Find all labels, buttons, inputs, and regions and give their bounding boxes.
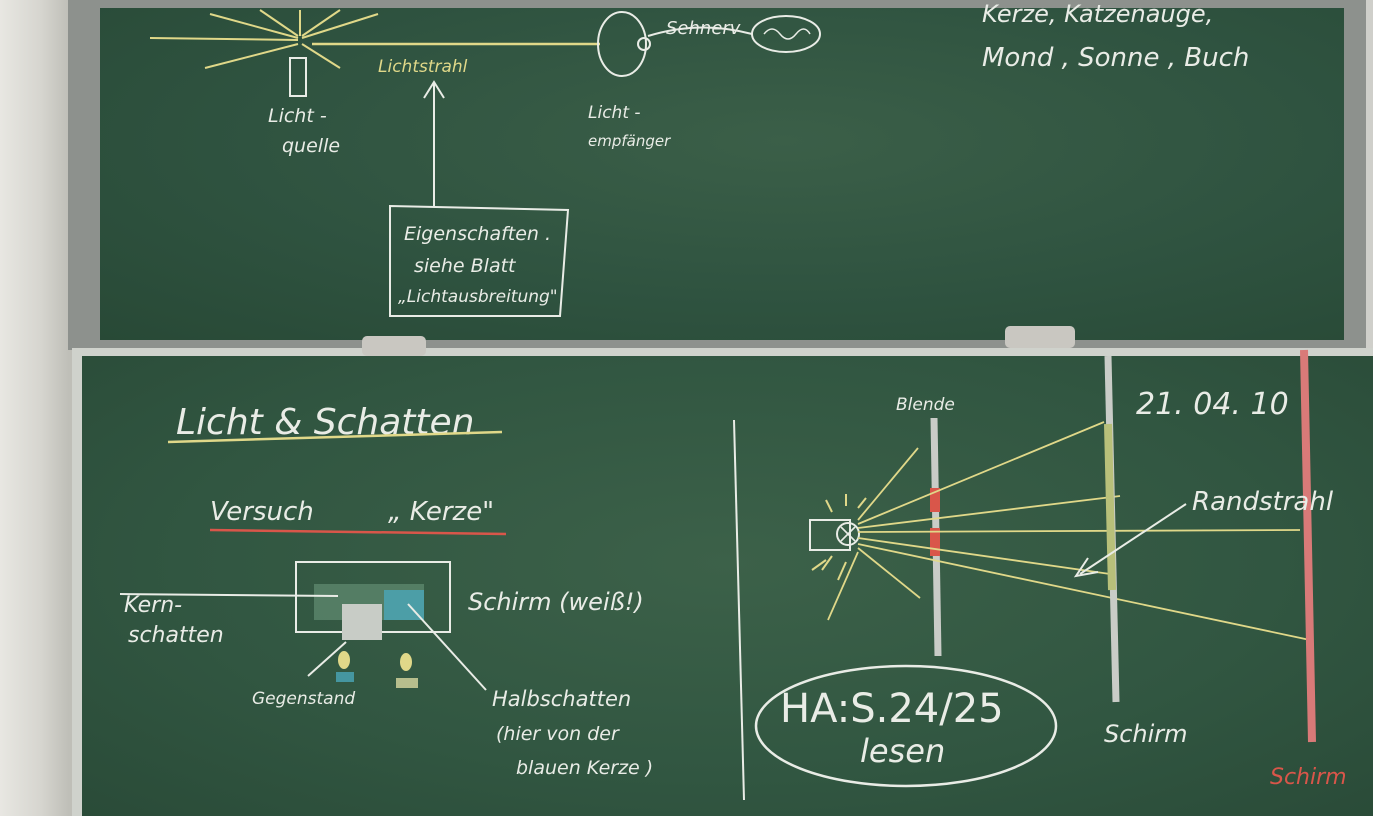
eye-pupil: [637, 37, 651, 51]
lower-chalkboard: [82, 356, 1373, 816]
lamp-glow: [811, 494, 867, 581]
kerze-label: „ Kerze": [388, 497, 494, 527]
homework-line-2: lesen: [860, 732, 945, 770]
halbschatten-label-2: (hier von der: [496, 723, 620, 745]
arrow-head: [423, 80, 445, 99]
schirm-weiss-label: Schirm (weiß!): [468, 588, 644, 616]
homework-line-1: HA:S.24/25: [780, 686, 1004, 732]
randstrahl-label: Randstrahl: [1192, 487, 1334, 517]
halbschatten-pointer: [407, 603, 487, 691]
sehnerv-label: Sehnerv: [666, 18, 741, 39]
brain-folds: [763, 28, 811, 40]
lichtempfaenger-label-2: empfänger: [588, 132, 671, 150]
halbschatten-label-1: Halbschatten: [492, 687, 631, 711]
randstrahl-arrow: [1079, 503, 1187, 575]
candle-rays: [149, 9, 379, 69]
aperture-opening-top: [930, 488, 940, 512]
board-clip-left: [362, 336, 426, 356]
screen-lit-area: [1104, 423, 1116, 591]
kernschatten-label-1: Kern-: [124, 593, 182, 618]
title-underline: [167, 430, 503, 444]
red-screen-bar: [1300, 349, 1316, 743]
kernschatten-pointer: [119, 593, 339, 597]
kernschatten-label-2: schatten: [128, 623, 224, 648]
aperture-opening-bottom: [930, 528, 940, 556]
candle-yellow-base: [336, 672, 354, 682]
box-line-3: „Lichtausbreitung": [398, 287, 558, 307]
brain-drawing: [751, 15, 821, 53]
board-clip-right: [1005, 326, 1075, 348]
randstrahl-arrowhead: [1073, 557, 1099, 578]
date-label: 21. 04. 10: [1136, 387, 1289, 422]
blende-label: Blende: [896, 395, 955, 415]
lichtquelle-label-1: Licht -: [268, 105, 327, 127]
properties-box: [389, 204, 570, 317]
box-line-1: Eigenschaften .: [404, 223, 551, 245]
nerve-line: [647, 26, 753, 37]
box-line-2: siehe Blatt: [414, 255, 517, 277]
homework-oval: [754, 664, 1058, 788]
candle-blue-flame: [400, 653, 412, 671]
candle-yellow-flame: [338, 651, 350, 669]
object-rectangle: [342, 604, 382, 640]
candle-blue-base: [396, 678, 418, 688]
candle-body: [289, 57, 307, 97]
light-rays: [827, 421, 1311, 641]
versuch-underline: [209, 528, 507, 536]
lichtquelle-label-2: quelle: [282, 135, 340, 157]
gegenstand-pointer: [307, 641, 347, 677]
examples-line-2: Mond , Sonne , Buch: [982, 43, 1249, 73]
lichtempfaenger-label-1: Licht -: [588, 103, 641, 123]
examples-line-1: Kerze, Katzenauge,: [982, 0, 1213, 28]
lamp-bulb: [836, 522, 860, 546]
lamp-cross: [840, 526, 856, 542]
versuch-label: Versuch: [210, 497, 314, 527]
upper-chalkboard: [100, 8, 1344, 340]
eye-drawing: [597, 11, 647, 77]
halbschatten-label-3: blauen Kerze ): [516, 757, 653, 779]
schirm-label: Schirm: [1104, 720, 1188, 748]
divider-line: [733, 419, 745, 801]
schirm-red-label: Schirm: [1270, 765, 1347, 790]
gegenstand-label: Gegenstand: [252, 689, 355, 709]
lichtstrahl-label: Lichtstrahl: [378, 57, 468, 77]
